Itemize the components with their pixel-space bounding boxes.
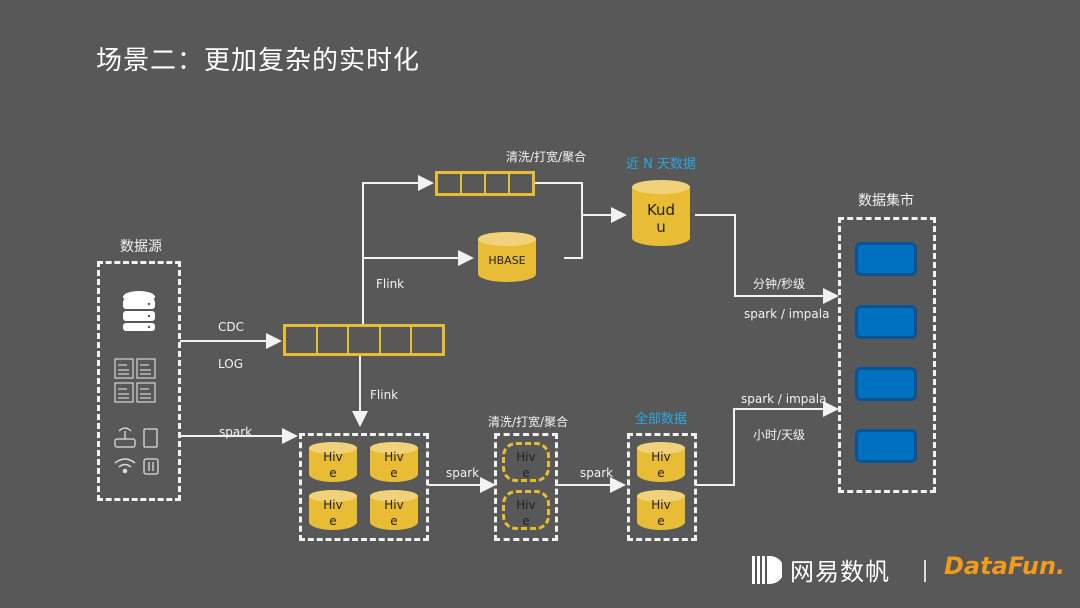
netease-brand-text: 网易数帆: [790, 558, 890, 586]
wifi-icon: [114, 458, 136, 474]
tablet-icon: [143, 428, 158, 448]
message-queue-main: [283, 324, 445, 356]
hour-level-label: 小时/天级: [753, 428, 806, 442]
hbase-label: HBASE: [488, 254, 526, 267]
arrow-hive-to-mart: [695, 401, 839, 486]
spark-mid1-label: spark: [446, 466, 480, 480]
netease-logo: 网易数帆: [752, 552, 890, 587]
data-mart-label: 数据集市: [858, 193, 914, 209]
line-queue-to-kudu: [534, 182, 627, 223]
data-mart-block: [855, 429, 917, 463]
cdc-label: CDC: [218, 320, 244, 334]
data-mart-block: [855, 305, 917, 339]
data-mart-block: [855, 242, 917, 276]
minute-level-label: 分钟/秒级: [753, 277, 806, 291]
clean-bottom-label: 清洗/打宽/聚合: [488, 415, 569, 429]
spark-source-label: spark: [219, 425, 253, 439]
hive-group-processing: [494, 433, 558, 541]
datafun-logo: DataFun.: [944, 552, 1066, 580]
data-source-box: [97, 261, 181, 501]
router-icon: [114, 427, 136, 448]
flink-up-label: Flink: [376, 277, 405, 291]
spark-impala-top-label: spark / impala: [744, 307, 830, 321]
data-mart-box: [838, 217, 936, 493]
document-icon: [114, 358, 156, 403]
line-hbase-to-kudu: [564, 215, 583, 259]
hive-group-all: [627, 433, 697, 541]
database-icon: [123, 291, 155, 331]
spark-impala-bottom-label: spark / impala: [741, 392, 827, 406]
sensor-icon: [143, 458, 159, 475]
data-mart-block: [855, 367, 917, 401]
spark-mid2-label: spark: [580, 466, 614, 480]
data-source-label: 数据源: [120, 239, 162, 255]
all-data-caption: 全部数据: [635, 412, 688, 427]
flink-down-label: Flink: [370, 388, 399, 402]
message-queue-top: [435, 171, 535, 196]
hive-group-raw: [299, 433, 429, 541]
clean-top-label: 清洗/打宽/聚合: [506, 150, 587, 164]
netease-logo-icon: [752, 555, 782, 584]
kudu-caption: 近 N 天数据: [626, 157, 696, 172]
logo-divider: [924, 560, 926, 582]
page-title: 场景二：更加复杂的实时化: [96, 46, 421, 76]
hbase-store: HBASE: [478, 232, 536, 282]
arrow-kudu-to-mart: [695, 214, 839, 304]
arrow-flink-up: [362, 175, 434, 324]
log-label: LOG: [218, 357, 244, 371]
